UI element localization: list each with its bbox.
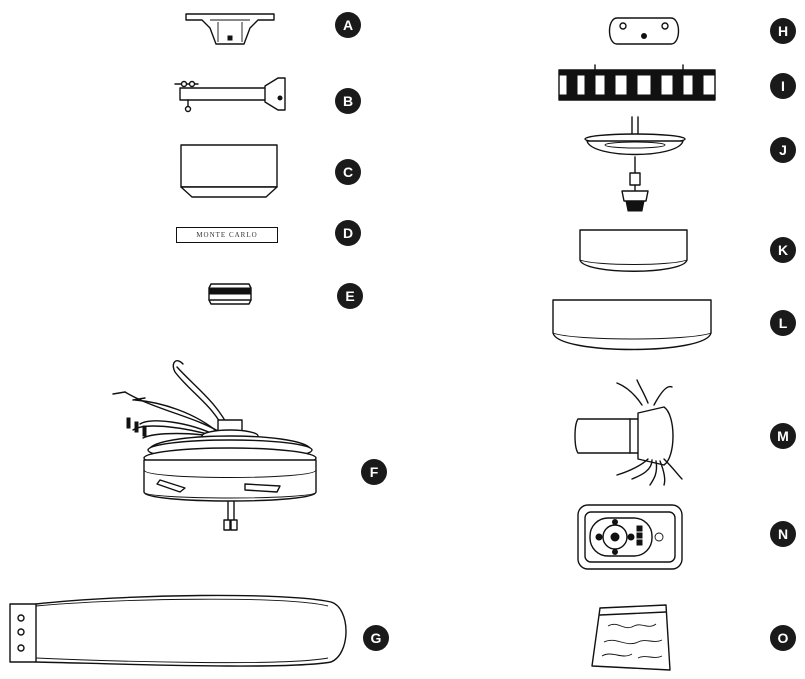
switch-housing-plate-icon — [605, 14, 685, 53]
part-badge-j: J — [770, 137, 796, 163]
glass-shade-small-icon — [577, 227, 692, 284]
receiver-icon — [572, 375, 697, 495]
remote-control-icon — [575, 502, 685, 579]
brand-text: MONTE CARLO — [177, 228, 277, 242]
coupling-cover-icon — [205, 280, 255, 313]
part-badge-m: M — [770, 423, 796, 449]
part-badge-k: K — [770, 237, 796, 263]
part-badge-d: D — [335, 220, 361, 246]
part-badge-l: L — [770, 310, 796, 336]
fan-blade-icon — [6, 592, 356, 677]
part-badge-o: O — [770, 625, 796, 651]
glass-shade-large-icon — [550, 297, 715, 364]
part-badge-g: G — [363, 625, 389, 651]
part-badge-a: A — [335, 12, 361, 38]
part-badge-h: H — [770, 18, 796, 44]
part-badge-n: N — [770, 521, 796, 547]
canopy-icon — [178, 142, 280, 207]
part-badge-f: F — [361, 459, 387, 485]
part-badge-c: C — [335, 159, 361, 185]
mounting-bracket-icon — [180, 8, 280, 55]
part-badge-e: E — [337, 283, 363, 309]
canopy-trim-ring-icon: MONTE CARLO — [176, 227, 278, 243]
motor-assembly-icon — [105, 352, 320, 547]
hardware-bag-icon — [588, 602, 678, 679]
part-badge-i: I — [770, 73, 796, 99]
switch-housing-icon — [582, 115, 692, 225]
downrod-icon — [170, 74, 295, 129]
part-badge-b: B — [335, 88, 361, 114]
light-kit-adapter-icon — [555, 62, 720, 113]
